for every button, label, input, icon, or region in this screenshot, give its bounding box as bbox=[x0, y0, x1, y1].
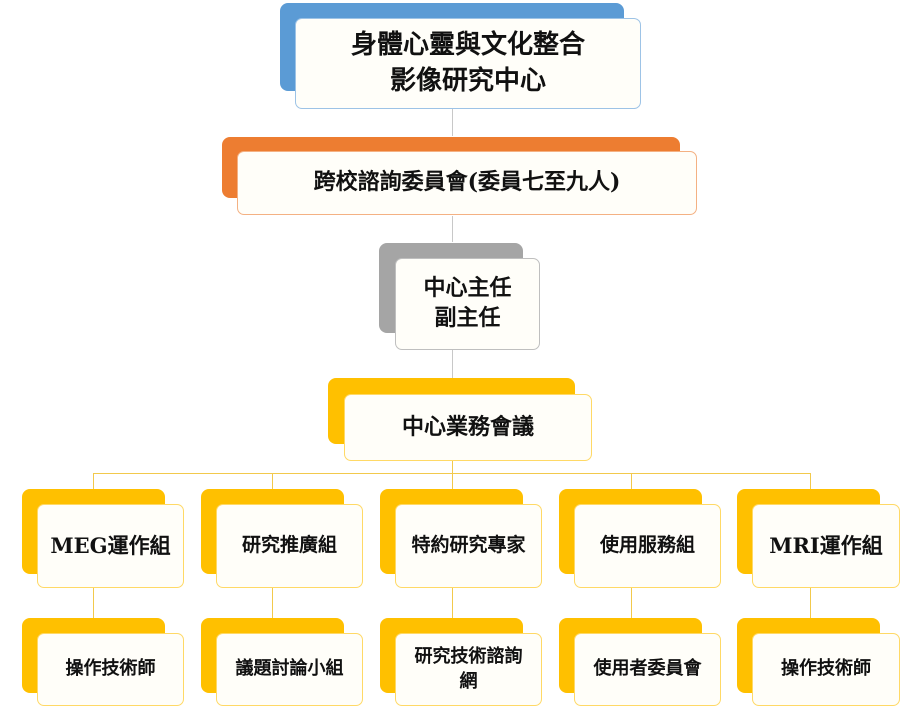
node-sub-5-box: 操作技術師 bbox=[752, 633, 900, 706]
sub-1-label: 操作技術師 bbox=[65, 658, 156, 680]
node-sub-2-box: 議題討論小組 bbox=[216, 633, 363, 706]
group-4-label: 使用服務組 bbox=[599, 534, 695, 557]
connector-top-committee bbox=[452, 108, 453, 136]
node-meeting-box: 中心業務會議 bbox=[344, 394, 592, 461]
sub-5-label: 操作技術師 bbox=[781, 658, 871, 680]
sub-4-label: 使用者委員會 bbox=[593, 658, 702, 680]
connector-sub-4 bbox=[631, 588, 632, 618]
sub-2-label: 議題討論小組 bbox=[235, 658, 344, 680]
group-1-label: MEG運作組 bbox=[50, 532, 171, 558]
node-committee-box: 跨校諮詢委員會(委員七至九人) bbox=[237, 151, 697, 215]
connector-sub-2 bbox=[272, 588, 273, 618]
connector-drop-5 bbox=[810, 473, 811, 489]
node-group-5-box: MRI運作組 bbox=[752, 504, 900, 588]
connector-committee-director bbox=[452, 216, 453, 242]
node-sub-1-box: 操作技術師 bbox=[37, 633, 184, 706]
meeting-label: 中心業務會議 bbox=[401, 413, 534, 440]
committee-label: 跨校諮詢委員會(委員七至九人) bbox=[313, 169, 621, 196]
node-sub-4-box: 使用者委員會 bbox=[574, 633, 721, 706]
node-research-center-box: 身體心靈與文化整合 影像研究中心 bbox=[295, 18, 641, 109]
director-line1: 中心主任 bbox=[423, 275, 512, 302]
connector-sub-1 bbox=[93, 588, 94, 618]
group-3-label: 特約研究專家 bbox=[411, 534, 526, 557]
research-center-title-line2: 影像研究中心 bbox=[389, 65, 546, 96]
research-center-title-line1: 身體心靈與文化整合 bbox=[350, 30, 585, 61]
director-line2: 副主任 bbox=[434, 305, 501, 331]
connector-drop-2 bbox=[272, 473, 273, 489]
node-group-4-box: 使用服務組 bbox=[574, 504, 721, 588]
connector-drop-1 bbox=[93, 473, 94, 489]
connector-meeting-bus bbox=[452, 461, 453, 473]
connector-sub-3 bbox=[452, 588, 453, 618]
sub-3-label: 研究技術諮詢網 bbox=[414, 646, 523, 692]
node-sub-3-box: 研究技術諮詢網 bbox=[395, 633, 542, 706]
connector-sub-5 bbox=[810, 588, 811, 618]
group-2-label: 研究推廣組 bbox=[241, 534, 337, 557]
group-5-label: MRI運作組 bbox=[769, 532, 883, 558]
connector-drop-4 bbox=[631, 473, 632, 489]
connector-director-meeting bbox=[452, 350, 453, 378]
node-group-3-box: 特約研究專家 bbox=[395, 504, 542, 588]
node-group-2-box: 研究推廣組 bbox=[216, 504, 363, 588]
node-group-1-box: MEG運作組 bbox=[37, 504, 184, 588]
node-director-box: 中心主任 副主任 bbox=[395, 258, 540, 350]
connector-drop-3 bbox=[452, 473, 453, 489]
